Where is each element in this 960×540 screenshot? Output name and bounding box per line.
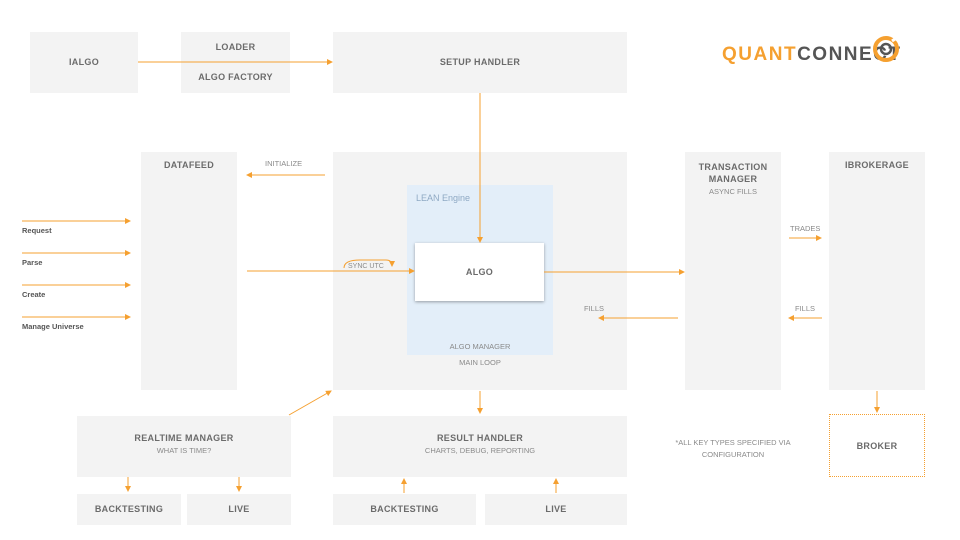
result-live-label: LIVE [545,504,567,514]
realtime-backtesting-label: BACKTESTING [94,504,164,514]
config-note-line2: CONFIGURATION [701,450,765,459]
transaction-manager-box [685,152,781,390]
ibrokerage-label: IBROKERAGE [844,160,909,170]
broker-label: BROKER [856,441,898,451]
result-backtesting-box [333,494,476,525]
fills-right-label: FILLS [795,304,816,313]
setup-handler-box [333,32,627,93]
ialgo-box [30,32,138,93]
input-manage-universe: Manage Universe [22,322,84,331]
result-handler-box [333,416,627,477]
result-handler-label: RESULT HANDLER [436,433,524,443]
datafeed-box [141,152,237,390]
setup-handler-label: SETUP HANDLER [439,57,521,67]
ialgo-label: IALGO [69,57,99,67]
arrow-realtime-to-main [288,390,332,416]
algo-label: ALGO [465,267,494,277]
main-loop-label: MAIN LOOP [459,358,501,367]
sync-utc-curve [343,259,395,269]
algo-factory-label: ALGO FACTORY [198,72,273,82]
input-parse: Parse [22,258,43,267]
async-fills-label: ASYNC FILLS [709,187,757,196]
input-create: Create [22,290,46,299]
result-subtitle: CHARTS, DEBUG, REPORTING [424,446,536,455]
loader-label: LOADER [215,42,256,52]
transaction-title-2: MANAGER [708,174,758,184]
fills-left-label: FILLS [584,304,605,313]
realtime-backtesting-box [77,494,181,525]
realtime-manager-label: REALTIME MANAGER [134,433,234,443]
initialize-label: INITIALIZE [265,159,303,168]
input-request: Request [22,226,52,235]
realtime-live-box [187,494,291,525]
result-live-box [485,494,627,525]
result-backtesting-label: BACKTESTING [370,504,439,514]
datafeed-label: DATAFEED [163,160,215,170]
trades-label: TRADES [790,224,821,233]
realtime-live-label: LIVE [228,504,250,514]
transaction-title-1: TRANSACTION [698,162,768,172]
config-note-line1: *ALL KEY TYPES SPECIFIED VIA [675,438,791,447]
sync-utc-label: SYNC UTC [348,263,384,270]
broker-box [829,414,925,477]
ibrokerage-box [829,152,925,390]
algo-box [415,243,544,301]
realtime-subtitle: WHAT IS TIME? [156,446,212,455]
realtime-manager-box [77,416,291,477]
quantconnect-swirl-icon [873,35,899,62]
algo-manager-label: ALGO MANAGER [449,342,511,351]
lean-engine-label: LEAN Engine [416,193,471,203]
